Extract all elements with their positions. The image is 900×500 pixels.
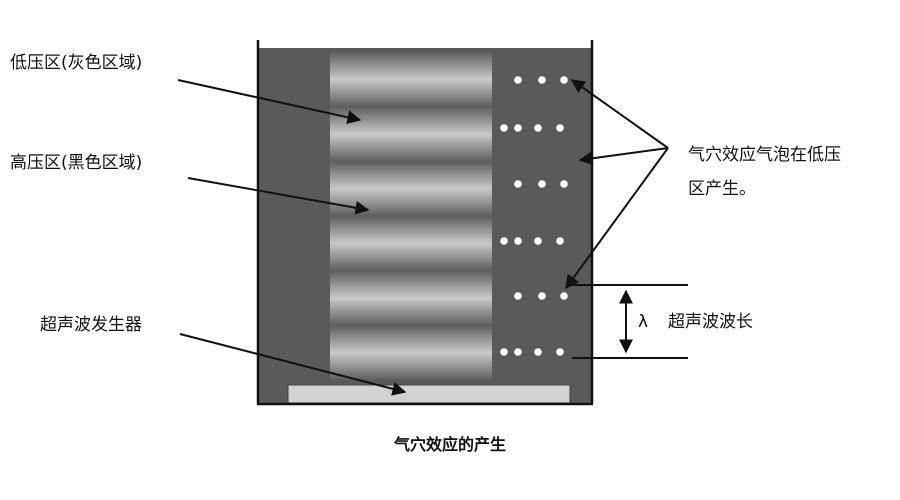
cavitation-bubble [514,292,522,300]
cavitation-bubble [500,124,508,132]
transducer-label: 超声波发生器 [40,315,142,335]
pressure-bands [330,52,492,380]
bubble-arrow-top [570,79,669,149]
wavelength-indicator: λ 超声波波长 [572,284,753,359]
cavitation-bubble [514,237,522,245]
cavitation-bubble [538,292,546,300]
cavitation-bubble [500,237,508,245]
cavitation-bubble [556,237,564,245]
cavitation-bubble [556,348,564,356]
bubble-arrow-low [565,147,669,290]
cavitation-bubble [534,237,542,245]
pressure-band [330,325,492,380]
tank [256,40,594,406]
cavitation-bubble [538,180,546,188]
pressure-band [330,216,492,271]
bubble-arrow-mid [578,147,669,166]
bubbles-label-line1: 气穴效应气泡在低压 [688,145,841,165]
transducer-plate [287,384,571,404]
lambda-symbol: λ [638,312,648,332]
cavitation-bubble [514,180,522,188]
pressure-band [330,270,492,326]
cavitation-bubble [538,76,546,84]
low-pressure-label: 低压区(灰色区域) [10,53,142,73]
bubbles-label-line2: 区产生。 [688,179,756,199]
high-pressure-arrow [187,177,370,215]
wavelength-label: 超声波波长 [668,312,753,332]
cavitation-bubble [500,348,508,356]
pressure-band [330,52,492,107]
low-pressure-arrow [177,79,362,125]
cavitation-bubble [556,124,564,132]
transducer-arrow [179,333,407,396]
cavitation-bubble [514,348,522,356]
figure-caption: 气穴效应的产生 [393,435,506,454]
bubble-grid [500,76,568,356]
cavitation-bubble [534,124,542,132]
pressure-band [330,106,492,162]
cavitation-bubble [560,292,568,300]
cavitation-bubble [514,76,522,84]
bubble-arrows [565,79,669,290]
cavitation-bubble [560,76,568,84]
cavitation-bubble [534,348,542,356]
high-pressure-label: 高压区(黑色区域) [10,153,142,173]
cavitation-bubble [560,180,568,188]
cavitation-bubble [514,124,522,132]
